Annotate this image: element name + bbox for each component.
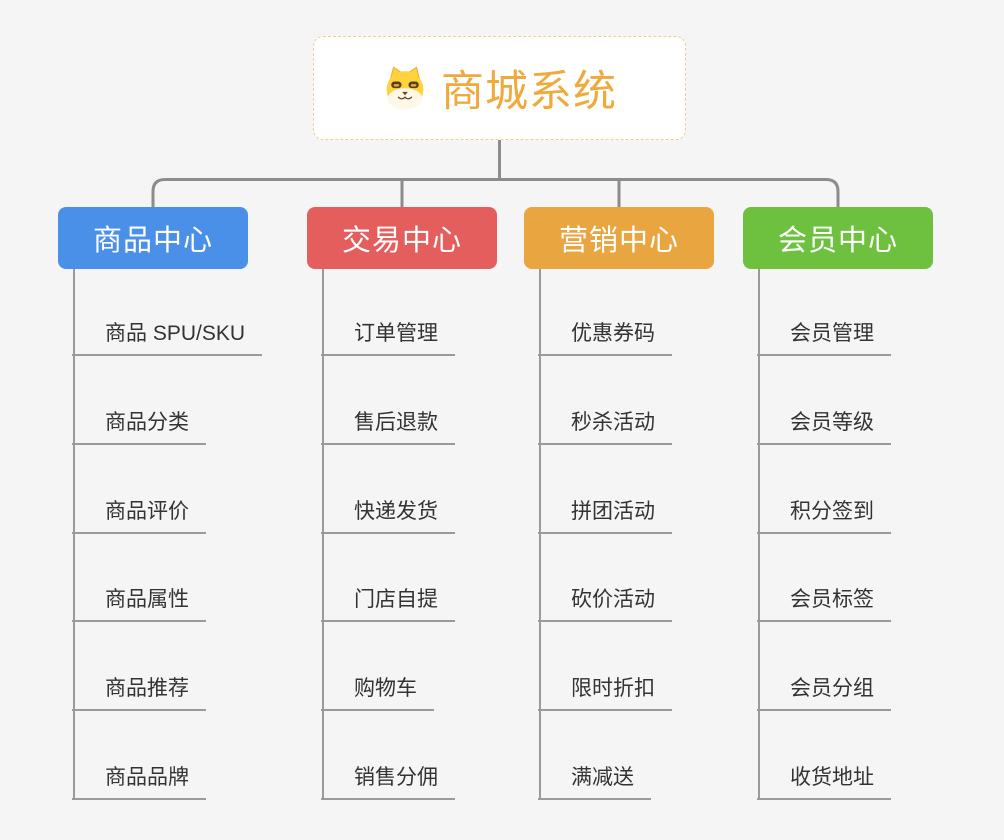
child-topic[interactable]: 快递发货 (321, 497, 455, 534)
child-topic[interactable]: 会员管理 (757, 319, 891, 356)
child-topic[interactable]: 商品属性 (72, 585, 206, 622)
child-topic[interactable]: 拼团活动 (538, 497, 672, 534)
child-topic[interactable]: 优惠券码 (538, 319, 672, 356)
child-topic[interactable]: 购物车 (321, 674, 434, 711)
child-topic[interactable]: 销售分佣 (321, 763, 455, 800)
branch-column-line (758, 269, 760, 800)
child-topic[interactable]: 商品分类 (72, 408, 206, 445)
child-topic[interactable]: 会员分组 (757, 674, 891, 711)
child-topic[interactable]: 商品品牌 (72, 763, 206, 800)
child-topic[interactable]: 会员等级 (757, 408, 891, 445)
branch-node[interactable]: 会员中心 (743, 207, 933, 269)
child-topic[interactable]: 商品评价 (72, 497, 206, 534)
branch-column-line (322, 269, 324, 800)
child-topic[interactable]: 收货地址 (757, 763, 891, 800)
branch-label: 会员中心 (777, 225, 898, 257)
dog-face-icon (382, 65, 428, 111)
child-topic[interactable]: 售后退款 (321, 408, 455, 445)
child-topic[interactable]: 商品推荐 (72, 674, 206, 711)
branch-node[interactable]: 营销中心 (524, 207, 714, 269)
child-topic[interactable]: 积分签到 (757, 497, 891, 534)
branch-node[interactable]: 交易中心 (307, 207, 497, 269)
child-topic[interactable]: 门店自提 (321, 585, 455, 622)
child-topic[interactable]: 秒杀活动 (538, 408, 672, 445)
branch-node[interactable]: 商品中心 (58, 207, 248, 269)
child-topic[interactable]: 限时折扣 (538, 674, 672, 711)
child-topic[interactable]: 商品 SPU/SKU (72, 319, 263, 356)
child-topic[interactable]: 满减送 (538, 763, 651, 800)
branch-column-line (539, 269, 541, 800)
child-topic[interactable]: 会员标签 (757, 585, 891, 622)
child-topic[interactable]: 砍价活动 (538, 585, 672, 622)
root-title: 商城系统 (441, 68, 617, 116)
branch-label: 商品中心 (92, 225, 213, 257)
branch-label: 交易中心 (341, 225, 462, 257)
child-topic[interactable]: 订单管理 (321, 319, 455, 356)
branch-label: 营销中心 (558, 225, 679, 257)
branch-column-line (73, 269, 75, 800)
root-node[interactable]: 商城系统 (313, 36, 686, 140)
